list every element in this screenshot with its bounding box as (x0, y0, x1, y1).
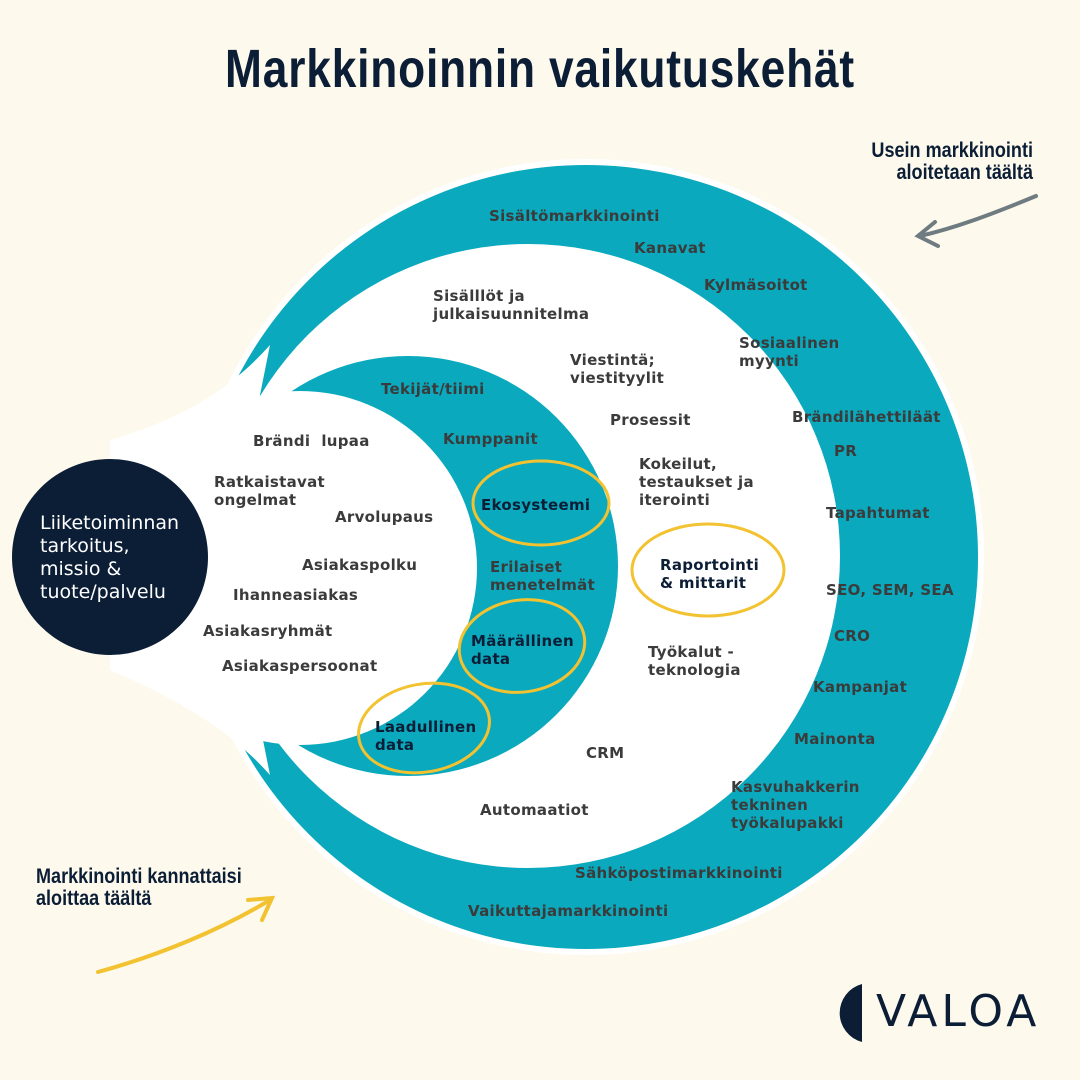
inner-item: Ihanneasiakas (233, 586, 359, 604)
inner-item: Brändi lupaa (253, 432, 370, 450)
outer-item: Kylmäsoitot (704, 276, 808, 294)
note-bottom-left: Markkinointi kannattaisi aloittaa täältä (36, 865, 242, 910)
outer-item: PR (834, 442, 858, 460)
white-ring-item: Raportointi & mittarit (660, 556, 760, 592)
outer-item: SEO, SEM, SEA (826, 581, 954, 599)
outer-item: Brändilähettiläät (792, 408, 941, 426)
outer-item: Kampanjat (813, 678, 908, 696)
inner-item: Asiakasryhmät (203, 622, 333, 640)
outer-item: CRO (834, 627, 871, 645)
outer-item: Kanavat (634, 239, 706, 257)
inner-item: Asiakaspolku (302, 556, 418, 574)
arrow-top-right-icon (914, 194, 1038, 248)
outer-item: Vaikuttajamarkkinointi (468, 902, 669, 920)
middle-item: Kumppanit (443, 430, 538, 448)
valoa-logo: VALOA (876, 986, 1040, 1038)
white-ring-item: Prosessit (610, 411, 691, 429)
arrow-bottom-left-icon (96, 895, 276, 974)
highlight-raportointi (630, 522, 786, 618)
middle-item: Määrällinen data (471, 632, 574, 668)
white-ring-item: Kokeilut, testaukset ja iterointi (639, 455, 754, 509)
outer-item: Sosiaalinen myynti (739, 334, 840, 370)
middle-item: Laadullinen data (375, 718, 477, 754)
core-circle (12, 459, 208, 655)
core-label: Liiketoiminnan tarkoitus, missio & tuote… (40, 512, 180, 603)
white-ring-item: Automaatiot (480, 801, 589, 819)
outer-item: Sähköpostimarkkinointi (575, 864, 783, 882)
white-ring-item: Viestintä; viestityylit (570, 351, 665, 387)
white-ring-item: Sisälllöt ja julkaisuunnitelma (433, 287, 590, 323)
inner-item: Ratkaistavat ongelmat (214, 473, 325, 509)
white-ring-item: CRM (586, 744, 625, 762)
middle-item: Tekijät/tiimi (381, 380, 485, 398)
middle-item: Erilaiset menetelmät (490, 558, 596, 594)
inner-item: Asiakaspersoonat (222, 657, 378, 675)
highlight-circles (357, 459, 786, 775)
outer-item: Kasvuhakkerin tekninen työkalupakki (731, 778, 860, 832)
valoa-logo-mark (839, 984, 862, 1042)
outer-item: Mainonta (794, 730, 876, 748)
outer-item: Sisältömarkkinointi (489, 207, 660, 225)
white-ring-item: Työkalut - teknologia (648, 643, 741, 679)
outer-item: Tapahtumat (826, 504, 930, 522)
logo-text: VALOA (876, 986, 1041, 1037)
middle-item: Ekosysteemi (481, 496, 591, 514)
highlight-laadullinen (357, 681, 491, 775)
page-title: Markkinoinnin vaikutuskehät (225, 39, 855, 99)
highlight-maarallinen (457, 598, 587, 694)
note-top-right: Usein markkinointi aloitetaan täältä (871, 139, 1033, 184)
highlight-ekosysteemi (471, 459, 611, 547)
inner-item: Arvolupaus (335, 508, 434, 526)
